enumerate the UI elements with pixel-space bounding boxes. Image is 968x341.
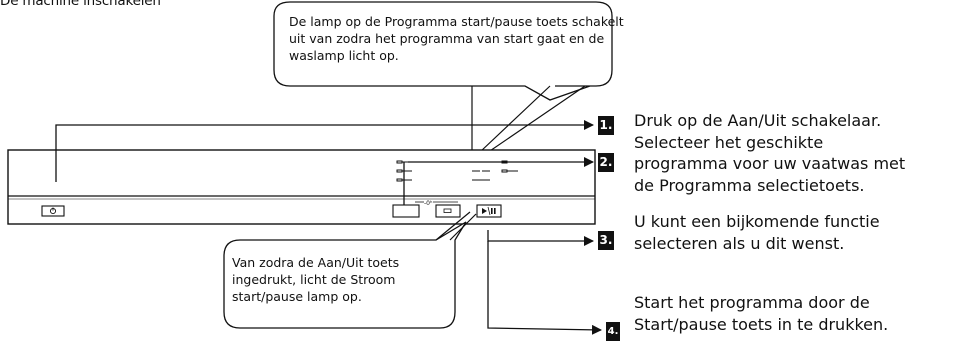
callout-bottom-pointer	[435, 211, 477, 241]
callout-top-text: De lamp op de Programma start/pause toet…	[289, 14, 624, 63]
step-line: Druk op de Aan/Uit schakelaar.	[634, 111, 882, 130]
step-3-text: U kunt een bijkomende functie selecteren…	[634, 211, 880, 254]
step-line: Selecteer het geschikte	[634, 132, 824, 152]
step-line: programma voor uw vaatwas met	[634, 154, 906, 173]
step-badge-1: 1.	[598, 116, 614, 135]
callout-top-bubble	[273, 1, 613, 101]
page-heading: De machine inschakelen	[0, 0, 161, 9]
step-line: Start/pause toets in te drukken.	[634, 314, 889, 334]
power-icon	[49, 207, 57, 215]
callout-top-pointer	[479, 85, 586, 156]
step2-leader	[403, 162, 593, 205]
step1-leader	[55, 120, 594, 182]
power-button	[41, 205, 65, 217]
program-button	[392, 204, 420, 218]
program-icon	[443, 208, 452, 213]
step-badge-2: 2.	[598, 153, 614, 172]
svg-text:-0ʰ: -0ʰ	[424, 200, 433, 207]
callout-bottom-bubble	[223, 221, 467, 329]
step-badge-3: 3.	[598, 231, 614, 250]
callout-bottom-text: Van zodra de Aan/Uit toets ingedrukt, li…	[232, 255, 400, 304]
step-4-text: Start het programma door de Start/pause …	[634, 292, 888, 335]
step-1-2-text: Druk op de Aan/Uit schakelaar. Selecteer…	[634, 110, 905, 196]
step-badge-4: 4.	[606, 322, 620, 341]
step-line: U kunt een bijkomende functie	[634, 212, 880, 231]
option-button	[435, 204, 461, 218]
step-line: selecteren als u dit wenst.	[634, 233, 845, 253]
step3-leader	[487, 230, 594, 246]
step-line: de Programma selectietoets.	[634, 175, 865, 195]
play-pause-icon	[482, 206, 496, 216]
step4-leader	[487, 241, 602, 335]
step-line: Start het programma door de	[634, 293, 870, 312]
